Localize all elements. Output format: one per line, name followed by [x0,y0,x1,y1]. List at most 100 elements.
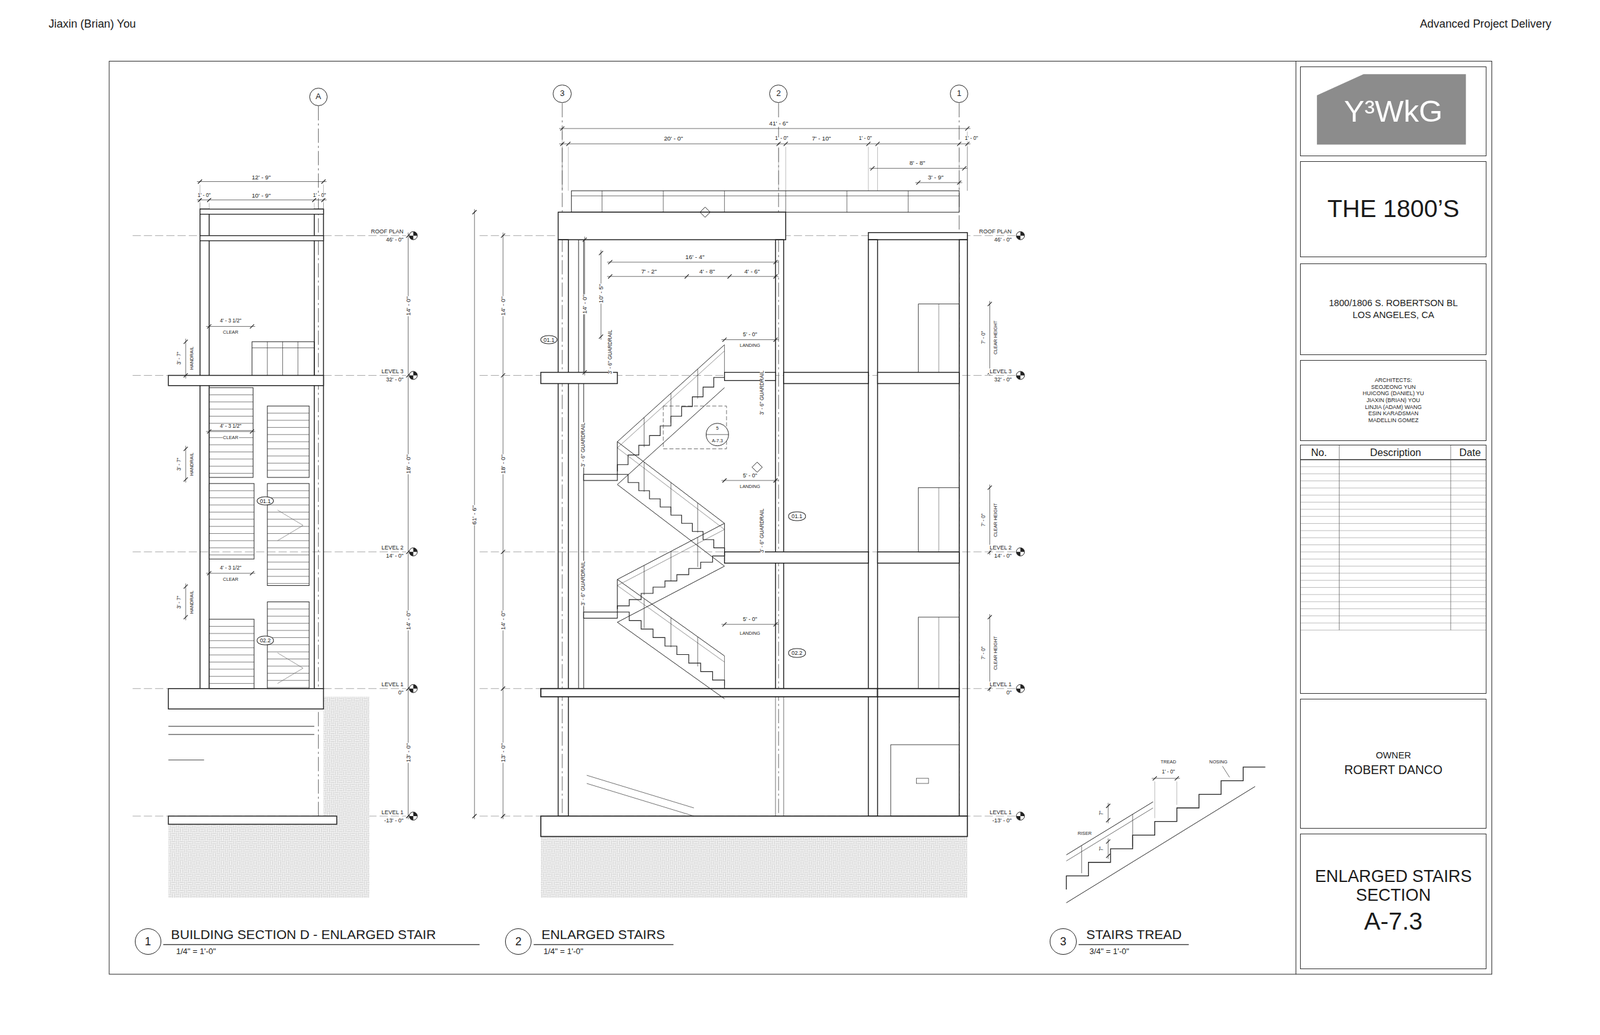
drawing-line [208,466,253,467]
grid-bubble: 3 [552,84,571,103]
drawing-line [185,583,186,621]
drawing-line [208,533,255,534]
drawing-line [501,550,506,555]
clear-note: 4' - 3 1/2" [218,424,242,430]
drawing-line [722,622,727,627]
view-title: ENLARGED STAIRS [540,928,666,942]
drawing-line [267,680,310,681]
drawing-rect [783,372,869,384]
address-box: 1800/1806 S. ROBERTSON BLLOS ANGELES, CA [1300,263,1488,356]
drawing-line [778,146,779,191]
level-name: LEVEL 1 [988,682,1013,688]
drawing-path [617,474,725,556]
drawing-line [684,274,689,279]
drawing-line [724,345,725,375]
table-row-line [1300,495,1487,496]
level-elevation: 46' - 0" [993,237,1013,243]
dimension-text: 4' - 8" [698,268,716,275]
drawing-line [608,260,613,265]
level-elevation: -13' - 0" [992,817,1013,824]
drawing-line [183,477,189,482]
drawing-line [208,655,255,656]
drawing-line [321,197,326,203]
drawing-line [267,608,310,610]
drawing-line [989,614,991,693]
drawing-line [407,232,409,820]
drawing-line [774,697,776,817]
dimension-text: 1' - 0" [312,193,327,199]
sheet-header: Advanced Project Delivery [1419,18,1553,31]
drawing-line [207,571,212,576]
level-marker [409,684,418,693]
dimension-text: 12' - 9" [250,174,272,181]
drawing-line [208,633,255,634]
drawing-rect [200,235,324,241]
level-name: LEVEL 3 [380,368,405,374]
clear-height-note: CLEAR HEIGHT [993,320,999,356]
drawing-line [989,301,991,376]
drawing-line [1066,786,1255,903]
stair-note: TREAD [1160,759,1178,765]
view-scale: 3/4" = 1'-0" [1088,948,1130,957]
drawing-line [1176,781,1178,806]
level-marker [409,231,418,240]
table-row-line [1300,601,1487,603]
drawing-line [965,126,970,132]
callout-text: A-7.3 [711,438,724,443]
drawing-line [956,141,962,147]
drawing-path [1066,767,1265,890]
drawing-line [318,106,319,898]
table-column-line [1450,445,1451,630]
table-row-line [1300,623,1487,624]
drawing-line [208,458,253,460]
dimension-text: 14' - 0" [581,293,588,314]
drawing-rect [540,372,618,384]
level-marker [1016,684,1025,693]
drawing-line [721,624,779,625]
drawing-rect [724,552,869,564]
level-marker [409,371,418,380]
drawing-rect [208,619,255,689]
section-tag: 01.1 [540,335,558,345]
drawing-line [267,448,310,450]
drawing-line [958,146,960,191]
drawing-line [208,444,253,446]
drawing-line [267,463,310,464]
drawing-line [208,497,255,499]
view-number-circle: 1 [134,928,162,955]
drawing-line [773,274,779,279]
drawing-line [1295,61,1297,976]
drawing-line [197,181,327,182]
dimension-text: 13' - 0" [405,742,412,763]
owner-text: ROBERT DANCO [1344,762,1442,777]
dimension-text: 18' - 0" [405,454,412,475]
dimension-text: 3' - 9" [927,174,945,181]
drawing-rect [868,232,968,240]
drawing-line [697,503,698,533]
drawing-line [783,697,784,817]
drawing-line [208,547,255,549]
drawing-rect [267,602,310,689]
level-name: ROOF PLAN [978,229,1013,235]
table-row-line [1300,523,1487,524]
handrail-note: 3' - 7" [176,457,182,472]
table-row-line [1300,559,1487,560]
drawing-rect [558,239,569,817]
drawing-rect [208,483,255,560]
drawing-line [267,665,310,667]
drawing-line [208,540,255,541]
earth-hatch [168,824,368,898]
drawing-line [208,554,255,556]
drawing-line [208,409,253,410]
drawing-line [472,210,477,215]
level-elevation: 14' - 0" [993,553,1013,560]
drawing-rect [775,239,784,689]
view-number: 3 [1060,935,1067,949]
drawing-line [249,324,255,329]
guardrail-note: 3' - 6" GUARDRAIL [759,507,765,553]
drawing-line [501,686,506,691]
drawing-line [722,337,727,342]
drawing-line [267,623,310,624]
drawing-rect [724,372,776,381]
drawing-line [586,783,694,817]
